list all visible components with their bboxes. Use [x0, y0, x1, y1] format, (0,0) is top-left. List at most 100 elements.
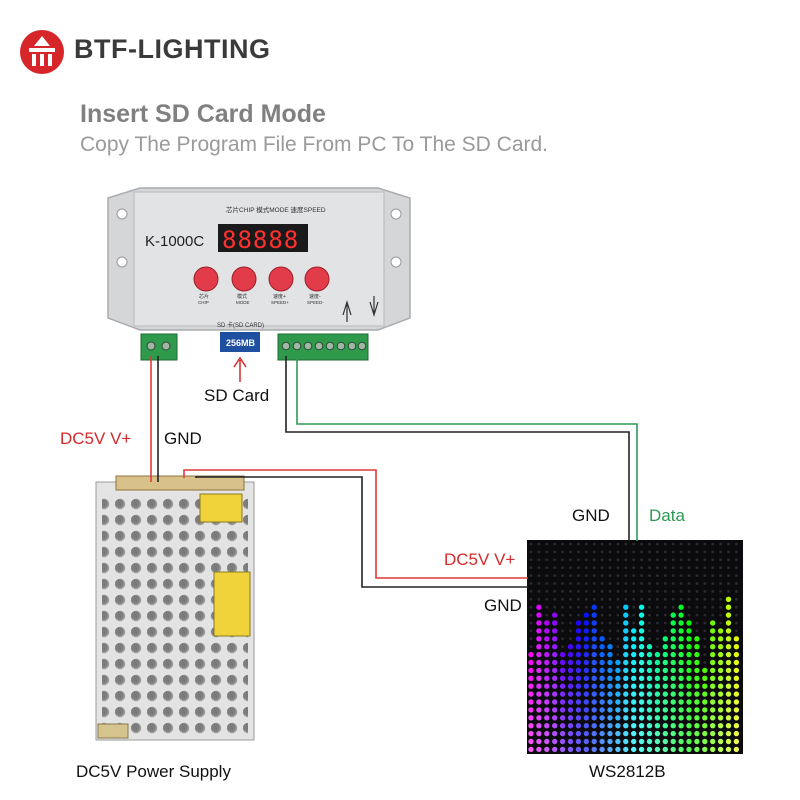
led-pixel: [703, 653, 707, 656]
led-pixel: [584, 558, 588, 562]
led-pixel: [616, 574, 620, 577]
led-pixel: [710, 707, 716, 713]
led-pixel: [663, 621, 667, 625]
led-pixel: [544, 730, 550, 737]
led-pixel: [623, 746, 629, 753]
led-pixel: [695, 558, 699, 562]
led-pixel: [662, 651, 668, 658]
led-pixel: [544, 644, 550, 650]
led-pixel: [663, 590, 667, 593]
led-pixel: [710, 651, 716, 658]
led-pixel: [569, 574, 572, 577]
led-pixel: [662, 707, 668, 713]
led-pixel: [638, 628, 645, 634]
led-pixel: [561, 637, 564, 641]
led-pixel: [552, 699, 558, 705]
led-pixel: [545, 566, 549, 570]
led-pixel: [711, 613, 715, 617]
led-pixel: [711, 605, 715, 609]
led-pixel: [686, 723, 692, 729]
led-pixel: [591, 746, 597, 753]
led-pixel: [545, 550, 549, 554]
led-pixel: [567, 699, 574, 705]
led-pixel: [591, 738, 597, 745]
led-pixel: [656, 566, 659, 570]
led-pixel: [591, 715, 597, 721]
arrow-up-icon: [342, 299, 352, 322]
led-pixel: [717, 746, 724, 753]
led-pixel: [671, 550, 675, 554]
led-pixel: [607, 699, 613, 705]
led-pixel: [663, 558, 667, 562]
led-pixel: [725, 628, 732, 634]
speed-up-button[interactable]: [268, 266, 294, 292]
led-pixel: [735, 613, 738, 617]
led-pixel: [569, 597, 572, 601]
led-pixel: [553, 590, 557, 593]
led-pixel: [569, 590, 572, 593]
led-pixel: [654, 659, 661, 666]
led-pixel: [552, 691, 558, 697]
led-pixel: [640, 566, 643, 570]
led-pixel: [695, 605, 699, 609]
led-pixel: [608, 590, 612, 593]
led-pixel: [648, 574, 651, 577]
led-pixel: [733, 683, 740, 689]
led-pixel: [592, 550, 596, 554]
led-pixel: [529, 621, 533, 625]
led-pixel: [646, 683, 653, 689]
led-pixel: [663, 597, 667, 601]
svg-text:SPEED+: SPEED+: [271, 300, 289, 305]
led-pixel: [678, 715, 684, 721]
led-pixel: [694, 644, 700, 650]
led-pixel: [710, 620, 716, 626]
led-pixel: [545, 574, 549, 577]
led-pixel: [735, 597, 738, 601]
led-pixel: [575, 628, 582, 634]
chip-button[interactable]: [193, 266, 219, 292]
led-pixel: [638, 612, 645, 618]
led-pixel: [553, 550, 557, 554]
led-pixel: [559, 707, 566, 713]
led-pixel: [670, 723, 676, 729]
led-pixel: [686, 730, 692, 737]
led-pixel: [536, 675, 542, 681]
led-pixel: [607, 651, 613, 658]
led-pixel: [537, 558, 541, 562]
arrow-down-icon: [369, 296, 379, 318]
led-pixel: [600, 621, 604, 625]
led-pixel: [623, 730, 629, 737]
led-pixel: [561, 542, 564, 546]
led-pixel: [632, 574, 636, 577]
led-pixel: [678, 683, 684, 689]
led-pixel: [623, 667, 629, 674]
led-pixel: [687, 582, 691, 585]
led-pixel: [670, 659, 676, 666]
led-pixel: [567, 738, 574, 745]
led-pixel: [575, 738, 582, 745]
led-pixel: [536, 715, 542, 721]
led-pixel: [678, 675, 684, 681]
led-pixel: [545, 597, 549, 601]
mode-button[interactable]: [231, 266, 257, 292]
led-pixel: [615, 738, 621, 745]
power-supply-unit: [95, 475, 255, 741]
led-pixel: [536, 746, 542, 753]
led-pixel: [703, 597, 707, 601]
led-pixel: [654, 730, 661, 737]
led-pixel: [577, 558, 580, 562]
sd-card-capacity: 256MB: [226, 338, 256, 348]
led-pixel: [717, 628, 724, 634]
led-pixel: [583, 628, 589, 634]
speed-down-button[interactable]: [304, 266, 330, 292]
led-pixel: [607, 683, 613, 689]
led-pixel: [670, 675, 676, 681]
led-pixel: [678, 628, 684, 634]
led-pixel: [623, 683, 629, 689]
led-pixel: [679, 574, 683, 577]
led-pixel: [735, 550, 738, 554]
led-pixel: [687, 566, 691, 570]
led-pixel: [632, 597, 636, 601]
led-pixel: [577, 574, 580, 577]
led-pixel: [702, 715, 708, 721]
